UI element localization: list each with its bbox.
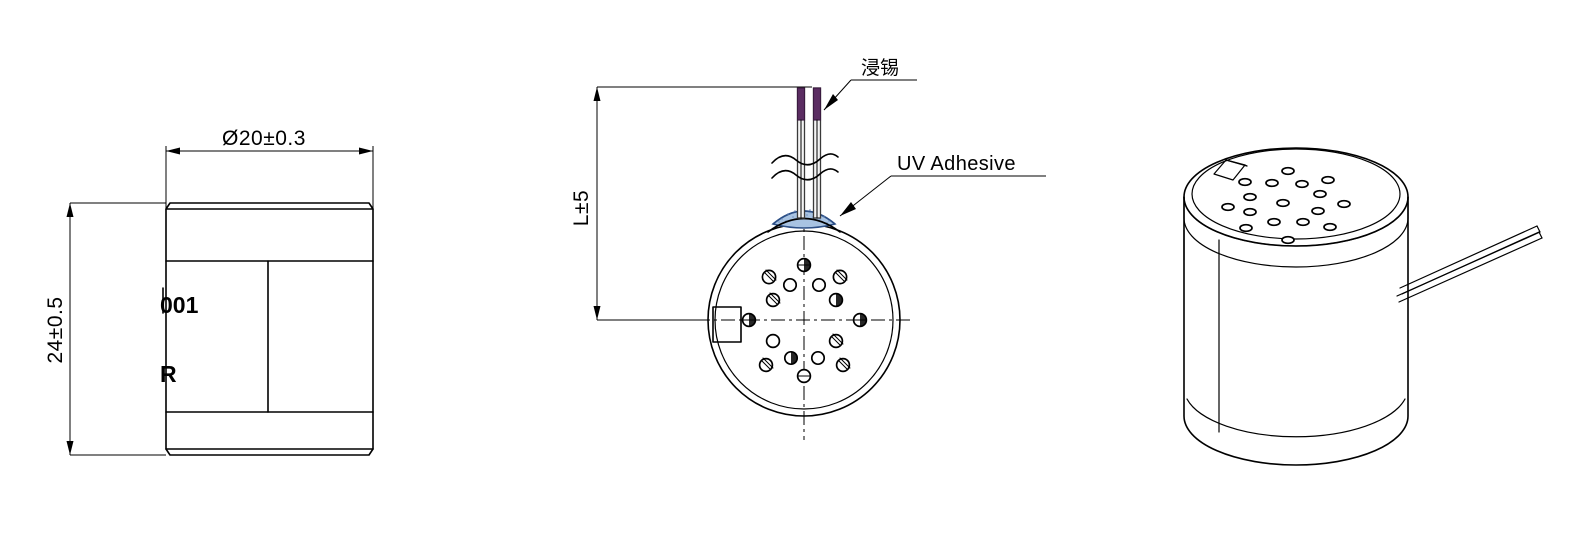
face-centerlines	[671, 186, 910, 440]
hole	[810, 350, 826, 366]
hole	[852, 312, 868, 328]
body-rotation-mark-label: R	[160, 361, 177, 387]
acoustic-hole-pattern	[741, 257, 868, 384]
height-dimension	[66, 202, 166, 456]
hole	[765, 333, 781, 349]
hole	[741, 312, 757, 328]
lead-length-dimension	[593, 86, 812, 321]
tinned-callout-leader	[823, 79, 917, 111]
lead-wires	[796, 87, 822, 219]
hole	[765, 292, 781, 308]
hole	[811, 277, 827, 293]
body-part-code-label: 001	[160, 292, 199, 318]
hole	[796, 368, 812, 384]
tinned-lead-tip	[812, 87, 822, 121]
tinned-callout-label: 浸锡	[861, 57, 899, 79]
lead-length-dimension-label: L±5	[570, 190, 593, 226]
uv-adhesive-callout-label: UV Adhesive	[897, 153, 1016, 175]
top-notch-tab	[1213, 159, 1248, 181]
diameter-dimension-label: Ø20±0.3	[222, 127, 306, 150]
tinned-lead-tip	[796, 87, 806, 121]
hole	[783, 350, 799, 366]
hole	[828, 333, 844, 349]
acoustic-hole-pattern-3d	[1221, 166, 1351, 245]
hole	[828, 292, 844, 308]
lead-wires-3d	[1396, 225, 1543, 303]
hole	[761, 269, 777, 285]
hole	[782, 277, 798, 293]
hole	[758, 357, 774, 373]
hole	[796, 257, 812, 273]
hole	[832, 269, 848, 285]
isometric-3d-view	[1183, 147, 1543, 466]
capsule-body-outline	[165, 202, 374, 456]
uv-adhesive-callout-leader	[839, 175, 1046, 217]
height-dimension-label: 24±0.5	[44, 296, 67, 363]
wire-break-symbol	[771, 153, 839, 181]
hole	[835, 357, 851, 373]
diameter-dimension	[165, 146, 374, 210]
face-side-tab	[712, 306, 742, 343]
